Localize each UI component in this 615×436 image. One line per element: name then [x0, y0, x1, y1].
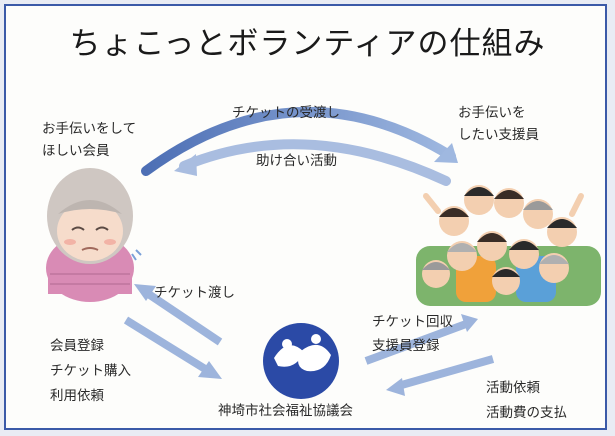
helper-label-line: したい支援員 [458, 127, 539, 143]
requester-label: お手伝いをして ほしい会員 [42, 118, 136, 162]
council-helper-arrows [364, 314, 495, 396]
helper-label: お手伝いを したい支援員 [458, 102, 539, 146]
member-action-item: チケット購入 [50, 363, 131, 379]
member-actions: 会員登録 チケット購入 利用依頼 [50, 334, 131, 409]
requester-label-line: お手伝いをして [42, 121, 137, 137]
council-name: 神埼市社会福祉協議会 [218, 403, 353, 419]
helper-actions: チケット回収 支援員登録 [372, 310, 453, 358]
requester-label-line: ほしい会員 [42, 143, 110, 159]
council-action-item: 活動費の支払 [486, 405, 567, 421]
ticket-give-label: チケット渡し [154, 285, 235, 301]
ticket-exchange-label: チケットの受渡し [232, 105, 340, 121]
helper-label-line: お手伝いを [458, 105, 526, 121]
member-action-item: 会員登録 [50, 338, 104, 354]
ticket-exchange-arrow [141, 106, 458, 176]
member-action-item: 利用依頼 [50, 388, 104, 404]
member-council-arrows [123, 284, 223, 379]
council-logo-icon [263, 323, 339, 399]
council-actions: 活動依頼 活動費の支払 [486, 376, 567, 426]
helper-action-item: チケット回収 [372, 314, 453, 330]
elderly-woman-icon [46, 168, 142, 302]
diagram-title: ちょこっとボランティアの仕組み [69, 26, 546, 62]
council-action-item: 活動依頼 [486, 380, 540, 396]
mutual-aid-label: 助け合い活動 [256, 153, 337, 169]
diagram-art [46, 106, 601, 399]
diagram-frame: ちょこっとボランティアの仕組み [4, 4, 607, 430]
mutual-aid-arrow [174, 139, 451, 186]
volunteer-group-icon [416, 185, 601, 306]
helper-action-item: 支援員登録 [372, 338, 440, 354]
